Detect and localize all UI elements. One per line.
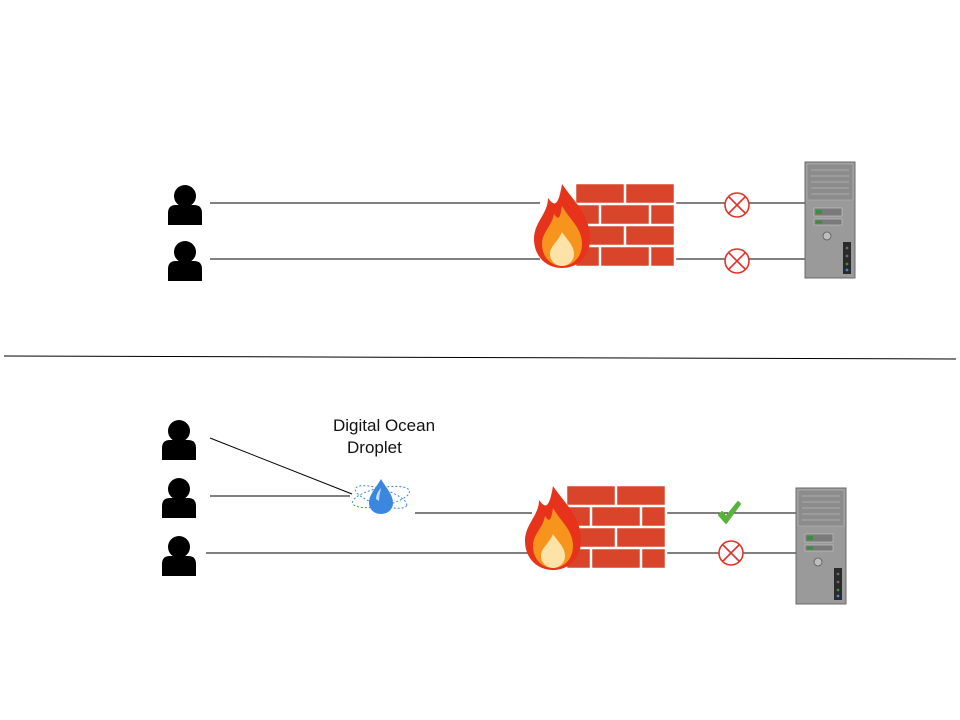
firewall-icon xyxy=(525,483,668,571)
user-icon xyxy=(162,536,196,576)
connection-line xyxy=(209,437,353,495)
user-icon xyxy=(162,478,196,518)
droplet-icon xyxy=(352,479,410,514)
user-icon xyxy=(162,420,196,460)
server-icon xyxy=(795,487,847,605)
droplet-label-line2: Droplet xyxy=(347,438,402,457)
user-icon xyxy=(168,241,202,281)
blocked-icon xyxy=(718,540,744,566)
allowed-check-icon xyxy=(718,501,741,524)
top-scenario xyxy=(168,161,856,281)
firewall-icon xyxy=(534,181,677,269)
user-icon xyxy=(168,185,202,225)
droplet-label-line1: Digital Ocean xyxy=(333,416,436,435)
section-divider xyxy=(3,355,957,360)
blocked-icon xyxy=(724,192,750,218)
server-icon xyxy=(804,161,856,279)
bottom-scenario xyxy=(162,420,847,605)
blocked-icon xyxy=(724,248,750,274)
